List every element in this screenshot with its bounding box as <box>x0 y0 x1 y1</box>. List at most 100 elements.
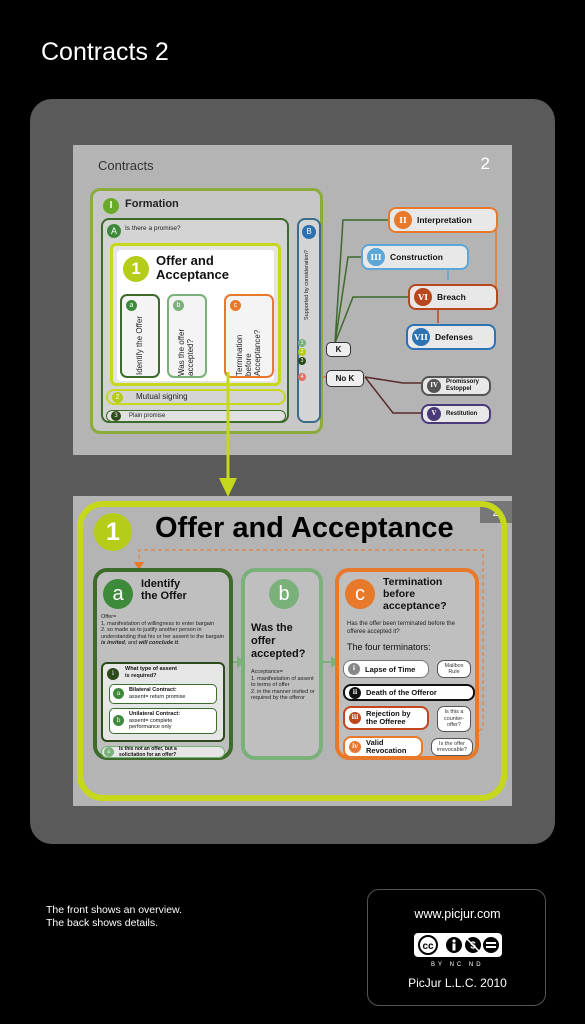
identify-badge: a <box>103 579 133 609</box>
offer-def-2c: , and <box>124 640 139 646</box>
no-k-box: No K <box>326 370 364 387</box>
website-link[interactable]: www.picjur.com <box>414 907 501 921</box>
plain-label: Plain promise <box>129 413 166 419</box>
interpretation-badge: II <box>394 211 412 229</box>
assent-q1: What type of assent <box>125 666 177 672</box>
irrevocable-note-1: Is the offer <box>439 740 465 747</box>
rejection-label-1: Rejection by <box>366 709 411 718</box>
defenses-pill: VII Defenses <box>406 324 496 350</box>
overview-card: Contracts 2 I Formation A Is there a pro… <box>73 145 512 455</box>
accepted-q1: Was the <box>251 622 293 634</box>
identify-title-1: Identify <box>141 578 181 590</box>
plain-promise-box: 3 Plain promise <box>106 410 286 422</box>
bilateral-badge: a <box>113 688 124 699</box>
offer-acceptance-box: 1 Offer and Acceptance a Identify the Of… <box>110 243 281 386</box>
acceptance-def-1: 1. manifestation of assent to terms of o… <box>251 675 314 689</box>
footer-line-2: The back shows details. <box>46 917 159 929</box>
defenses-label: Defenses <box>435 332 473 342</box>
breach-label: Breach <box>437 292 466 302</box>
counter-note-2: counter- <box>443 715 465 722</box>
mailbox-note-2: Rule <box>448 669 460 675</box>
accepted-badge: b <box>269 579 299 609</box>
mutual-label: Mutual signing <box>136 392 188 401</box>
offer-def-2a: 2. so made as to justify another person … <box>101 627 224 640</box>
k-num-1: 1 <box>298 339 306 347</box>
acceptance-definition: Acceptance= 1. manifestation of assent t… <box>251 669 317 702</box>
termination-title-1: Termination <box>383 576 443 588</box>
identify-offer-column: a Identify the Offer Offer= 1. manifesta… <box>93 568 233 760</box>
offer-def-2b: is invited <box>101 640 125 646</box>
revocation-badge: iv <box>349 741 361 753</box>
plain-badge: 3 <box>111 411 121 421</box>
publisher-box: www.picjur.com cc $ BY NC ND PicJur L.L.… <box>367 889 546 1006</box>
interpretation-pill: II Interpretation <box>388 207 498 233</box>
promise-label: Is there a promise? <box>125 225 181 232</box>
cc-labels: BY NC ND <box>431 962 484 968</box>
four-terminators-label: The four terminators: <box>347 642 431 652</box>
promissory-badge: IV <box>427 379 441 393</box>
unilateral-text: Unilateral Contract: assent= complete pe… <box>129 711 180 731</box>
offer-def-head: Offer= <box>101 614 117 620</box>
sub-termination: c Termination before Acceptance? <box>224 294 274 378</box>
identify-title: Identify the Offer <box>141 578 187 602</box>
sub-a-badge: a <box>126 300 137 311</box>
rejection-badge: iii <box>349 712 361 724</box>
solicitation-box: ii Is this not an offer, but a solicitat… <box>101 746 225 758</box>
overview-title: Contracts <box>98 158 154 173</box>
assent-box: i What type of assent is required? a Bil… <box>101 662 225 742</box>
restitution-badge: V <box>427 407 441 421</box>
creative-commons-icon: cc $ <box>414 933 502 957</box>
overview-number: 2 <box>480 154 490 173</box>
mutual-badge: 2 <box>112 392 123 403</box>
revocation-label-2: Revocation <box>366 746 407 755</box>
offer-title: Offer and Acceptance <box>156 254 229 282</box>
copyright: PicJur L.L.C. 2010 <box>408 976 507 990</box>
sub-offer-accepted: b Was the offer accepted? <box>167 294 207 378</box>
offer-badge: 1 <box>123 256 149 282</box>
solicitation-badge: ii <box>104 747 114 757</box>
acceptance-def-head: Acceptance= <box>251 669 283 675</box>
consideration-box: B Supported by consideration? <box>297 218 321 423</box>
k-num-3: 3 <box>298 357 306 365</box>
assent-badge: i <box>107 668 119 680</box>
unilateral-box: b Unilateral Contract: assent= complete … <box>109 708 217 734</box>
formation-box: I Formation A Is there a promise? 1 Offe… <box>90 188 323 434</box>
unilateral-badge: b <box>113 715 124 726</box>
death-label: Death of the Offeror <box>366 688 437 697</box>
mutual-signing-box: 2 Mutual signing <box>106 389 286 405</box>
footer-description: The front shows an overview. The back sh… <box>46 904 182 930</box>
termination-title-2: before <box>383 588 416 600</box>
k-box: K <box>326 342 351 357</box>
formation-label: Formation <box>125 198 179 210</box>
promissory-label-2: Estoppel <box>446 386 472 392</box>
bilateral-desc: assent= return promise <box>129 693 186 700</box>
construction-label: Construction <box>390 252 443 262</box>
offer-def-1: 1. manifestation of willingness to enter… <box>101 620 215 627</box>
offer-def-2: 2. so made as to justify another person … <box>101 627 229 647</box>
offer-title-line1: Offer and <box>156 253 214 268</box>
cc-license-icon: cc $ <box>416 935 500 955</box>
lapse-label: Lapse of Time <box>365 664 416 674</box>
sub-b-badge: b <box>173 300 184 311</box>
death-of-offeror: ii Death of the Offeror <box>343 684 475 701</box>
termination-badge: c <box>345 579 375 609</box>
formation-badge: I <box>103 198 119 214</box>
offer-def-2e: . <box>178 640 180 646</box>
solicitation-1: Is this not an offer, but a <box>119 746 177 752</box>
svg-text:cc: cc <box>422 941 434 952</box>
identify-title-2: the Offer <box>141 590 187 602</box>
assent-question: What type of assent is required? <box>125 666 177 680</box>
offer-definition: Offer= 1. manifestation of willingness t… <box>101 614 229 647</box>
detail-title: Offer and Acceptance <box>155 512 454 544</box>
unilateral-desc-1: assent= complete <box>129 717 173 724</box>
offer-accepted-column: b Was the offer accepted? Acceptance= 1.… <box>241 568 323 760</box>
accepted-q2: offer <box>251 635 276 647</box>
